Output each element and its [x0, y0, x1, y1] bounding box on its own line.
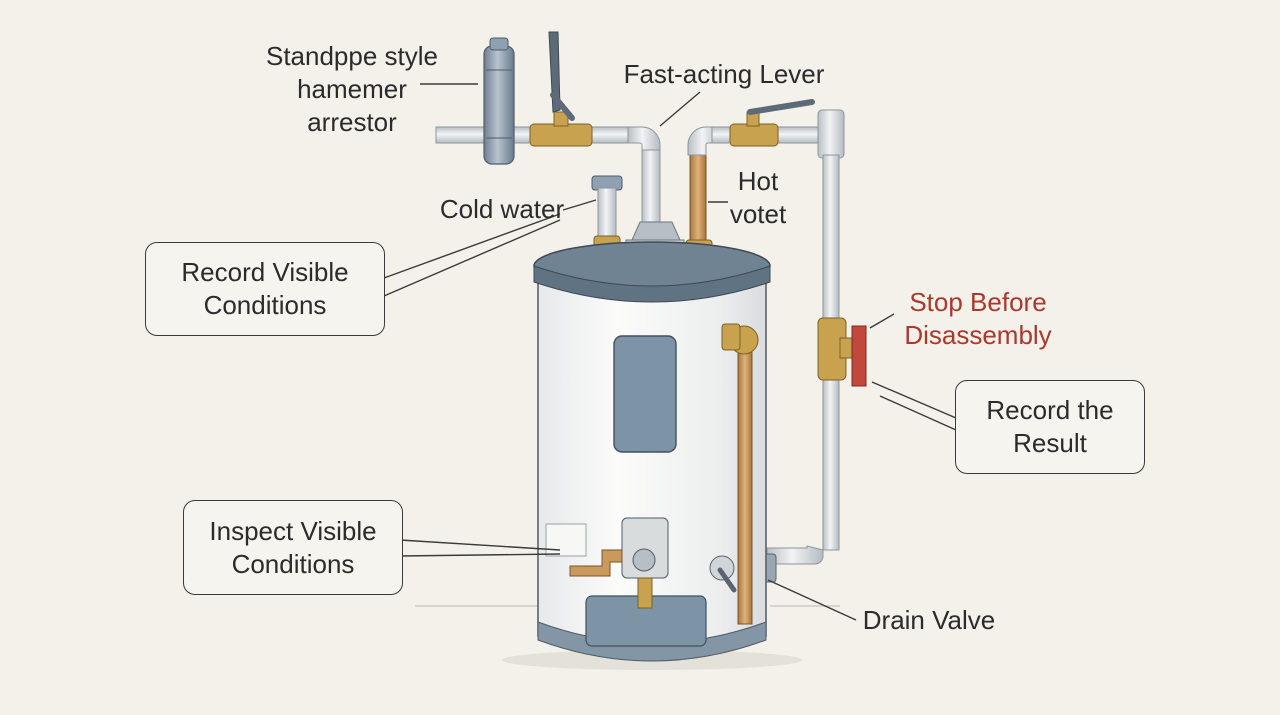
callout-record-result-line2: Result: [1013, 428, 1087, 458]
water-heater-tank: [533, 241, 771, 662]
label-hammer-arrestor-line3: arrestor: [307, 107, 397, 137]
label-stop-before-line2: Disassembly: [904, 320, 1052, 350]
label-fast-acting-lever: Fast-acting Lever: [623, 59, 825, 89]
label-hammer-arrestor-line1: Standppe style: [265, 41, 438, 71]
callout-record-the-result: Record the Result: [955, 380, 1145, 474]
callout-record-visible-line1: Record Visible: [181, 257, 349, 287]
callout-record-visible-line2: Conditions: [203, 290, 327, 320]
label-hot-outlet: Hot votet: [722, 165, 794, 231]
cold-ball-valve: [529, 31, 593, 147]
drain-valve-fitting: [709, 555, 737, 593]
callout-inspect-visible-line2: Conditions: [231, 548, 355, 579]
copper-riser: [721, 323, 759, 625]
label-stop-before-line1: Stop Before: [909, 287, 1047, 317]
hammer-arrestor: [483, 37, 515, 165]
callout-record-visible-conditions: Record Visible Conditions: [145, 242, 385, 336]
label-hot-outlet-line2: votet: [729, 199, 787, 229]
label-hammer-arrestor-line2: hamemer: [297, 74, 407, 104]
callout-record-result-line1: Record the: [986, 395, 1114, 425]
fast-acting-lever-valve: [729, 99, 815, 147]
stop-valve: [817, 317, 867, 387]
callout-inspect-visible-line1: Inspect Visible: [209, 515, 377, 546]
control-valve: [569, 517, 669, 609]
label-hot-outlet-line1: Hot: [737, 166, 779, 196]
label-cold-water: Cold water: [439, 194, 565, 224]
label-drain-valve: Drain Valve: [862, 605, 996, 635]
label-hammer-arrestor: Standppe style hamemer arrestor: [262, 40, 442, 139]
label-stop-before-disassembly: Stop Before Disassembly: [898, 286, 1058, 352]
leader-lines: [383, 83, 957, 621]
callout-inspect-visible-conditions: Inspect Visible Conditions: [183, 500, 403, 595]
